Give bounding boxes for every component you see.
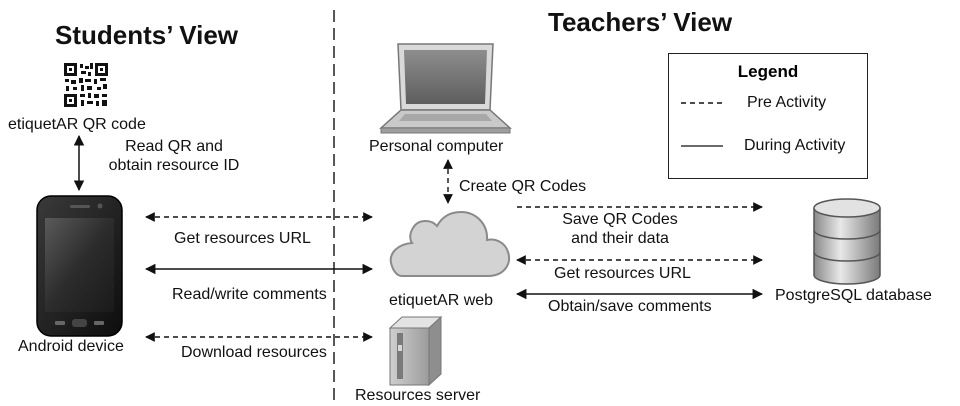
- get-urls-right-label: Get resources URL: [554, 265, 691, 282]
- save-qr-label-line2: and their data: [571, 230, 669, 247]
- qr-code-label: etiquetAR QR code: [8, 116, 146, 133]
- laptop-icon: [379, 43, 512, 134]
- read-write-label: Read/write comments: [172, 286, 327, 303]
- etiquetar-web-label: etiquetAR web: [389, 292, 494, 309]
- teachers-view-title: Teachers’ View: [548, 7, 733, 37]
- qr-code-icon: [64, 63, 108, 107]
- personal-computer-label: Personal computer: [369, 138, 504, 155]
- get-urls-left-label: Get resources URL: [174, 230, 311, 247]
- obtain-save-label: Obtain/save comments: [548, 298, 712, 315]
- download-label: Download resources: [181, 344, 327, 361]
- cloud-icon: [389, 210, 510, 277]
- legend-samples: [681, 102, 723, 147]
- students-view-title: Students’ View: [55, 20, 239, 50]
- save-qr-label-line1: Save QR Codes: [562, 211, 678, 228]
- server-icon: [388, 315, 443, 387]
- legend-pre-activity: Pre Activity: [747, 94, 827, 111]
- legend-during-activity: During Activity: [744, 137, 846, 154]
- android-device-label: Android device: [18, 338, 124, 355]
- database-icon: [813, 198, 881, 285]
- read-qr-label: Read QR and obtain resource ID: [88, 137, 260, 175]
- save-qr-label: Save QR Codes and their data: [526, 210, 714, 248]
- read-qr-label-line1: Read QR and: [125, 138, 223, 155]
- postgresql-database-label: PostgreSQL database: [775, 287, 932, 304]
- resources-server-label: Resources server: [355, 387, 481, 404]
- legend-title: Legend: [737, 62, 799, 81]
- legend: Legend Pre Activity During Activity: [668, 53, 868, 179]
- read-qr-label-line2: obtain resource ID: [108, 157, 240, 174]
- create-qr-label: Create QR Codes: [459, 178, 587, 195]
- smartphone-icon: [36, 195, 123, 337]
